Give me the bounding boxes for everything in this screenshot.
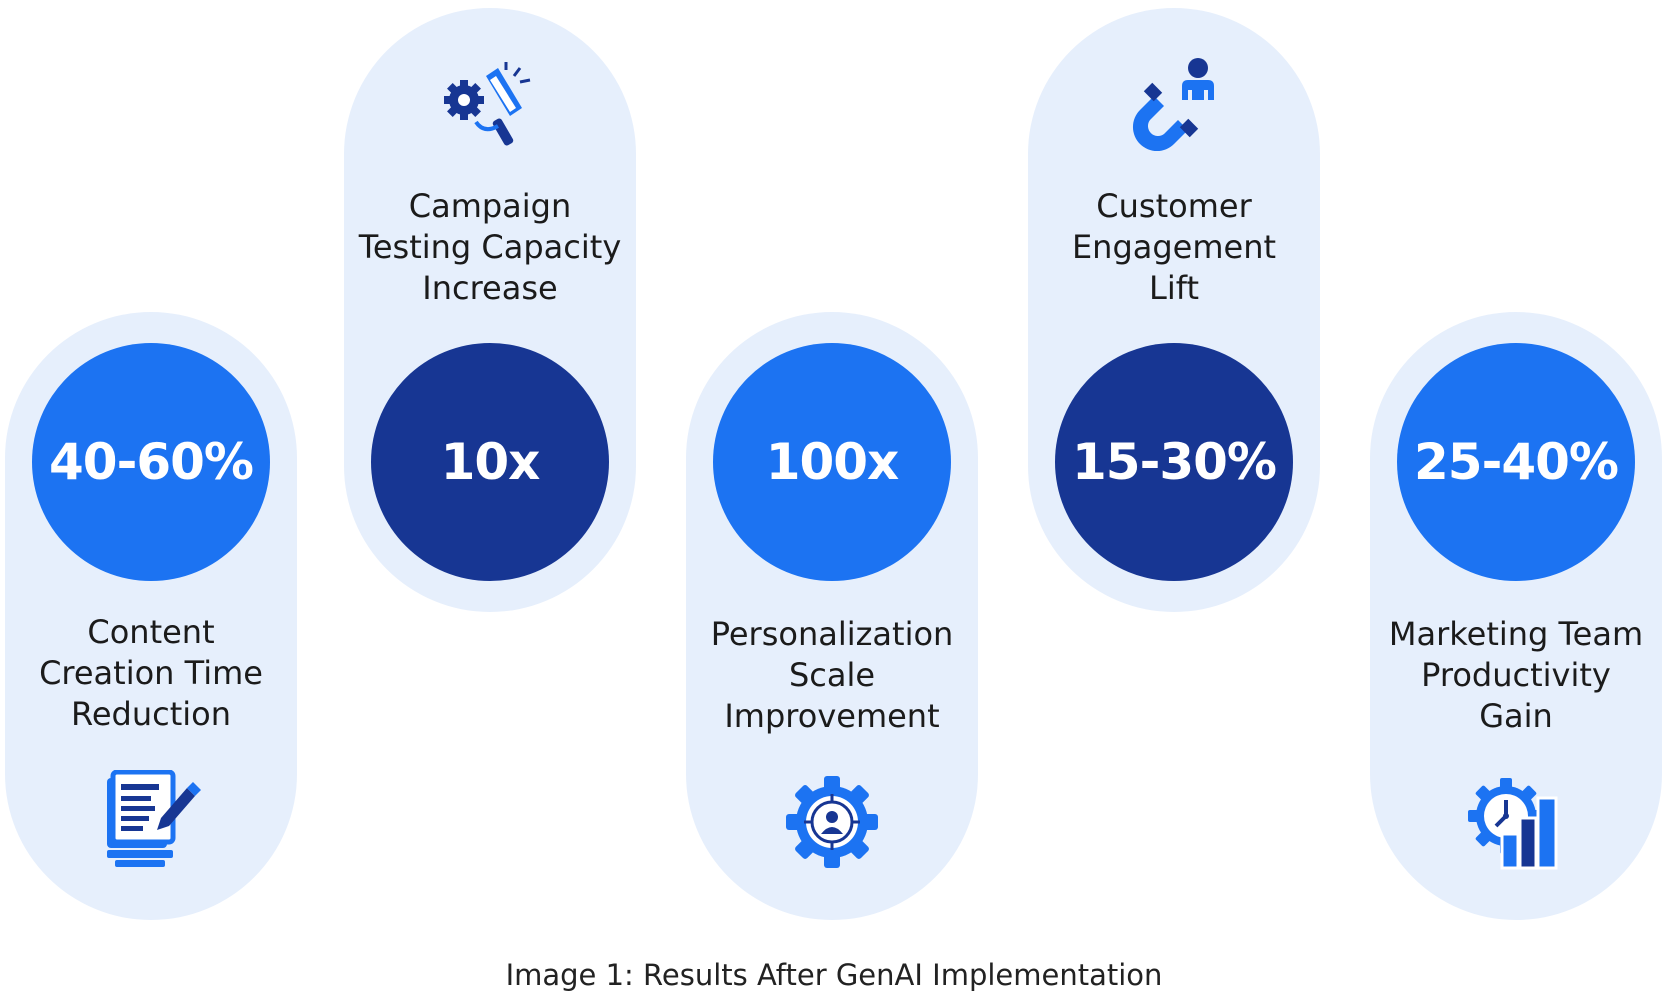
metric-label: Personalization Scale Improvement — [710, 615, 954, 735]
clock-gear-bar-chart-icon — [1466, 772, 1566, 872]
metric-value-circle: 100x — [713, 343, 951, 581]
metric-value: 25-40% — [1413, 433, 1619, 491]
metric-value: 10x — [440, 433, 541, 491]
megaphone-gear-icon — [440, 60, 540, 160]
metric-label: Customer Engagement Lift — [1071, 187, 1277, 307]
figure-caption: Image 1: Results After GenAI Implementat… — [505, 958, 1163, 992]
metric-value-circle: 25-40% — [1397, 343, 1635, 581]
metric-label: Campaign Testing Capacity Increase — [358, 187, 622, 307]
metric-value: 100x — [765, 433, 900, 491]
metric-value: 40-60% — [48, 433, 254, 491]
metric-value-circle: 40-60% — [32, 343, 270, 581]
metric-value: 15-30% — [1071, 433, 1277, 491]
metric-value-circle: 10x — [371, 343, 609, 581]
magnet-user-icon — [1124, 56, 1224, 156]
metric-value-circle: 15-30% — [1055, 343, 1293, 581]
metric-label: Marketing Team Productivity Gain — [1388, 615, 1644, 735]
target-gear-user-icon — [782, 772, 882, 872]
metric-label: Content Creation Time Reduction — [39, 613, 263, 733]
document-edit-icon — [101, 769, 201, 870]
